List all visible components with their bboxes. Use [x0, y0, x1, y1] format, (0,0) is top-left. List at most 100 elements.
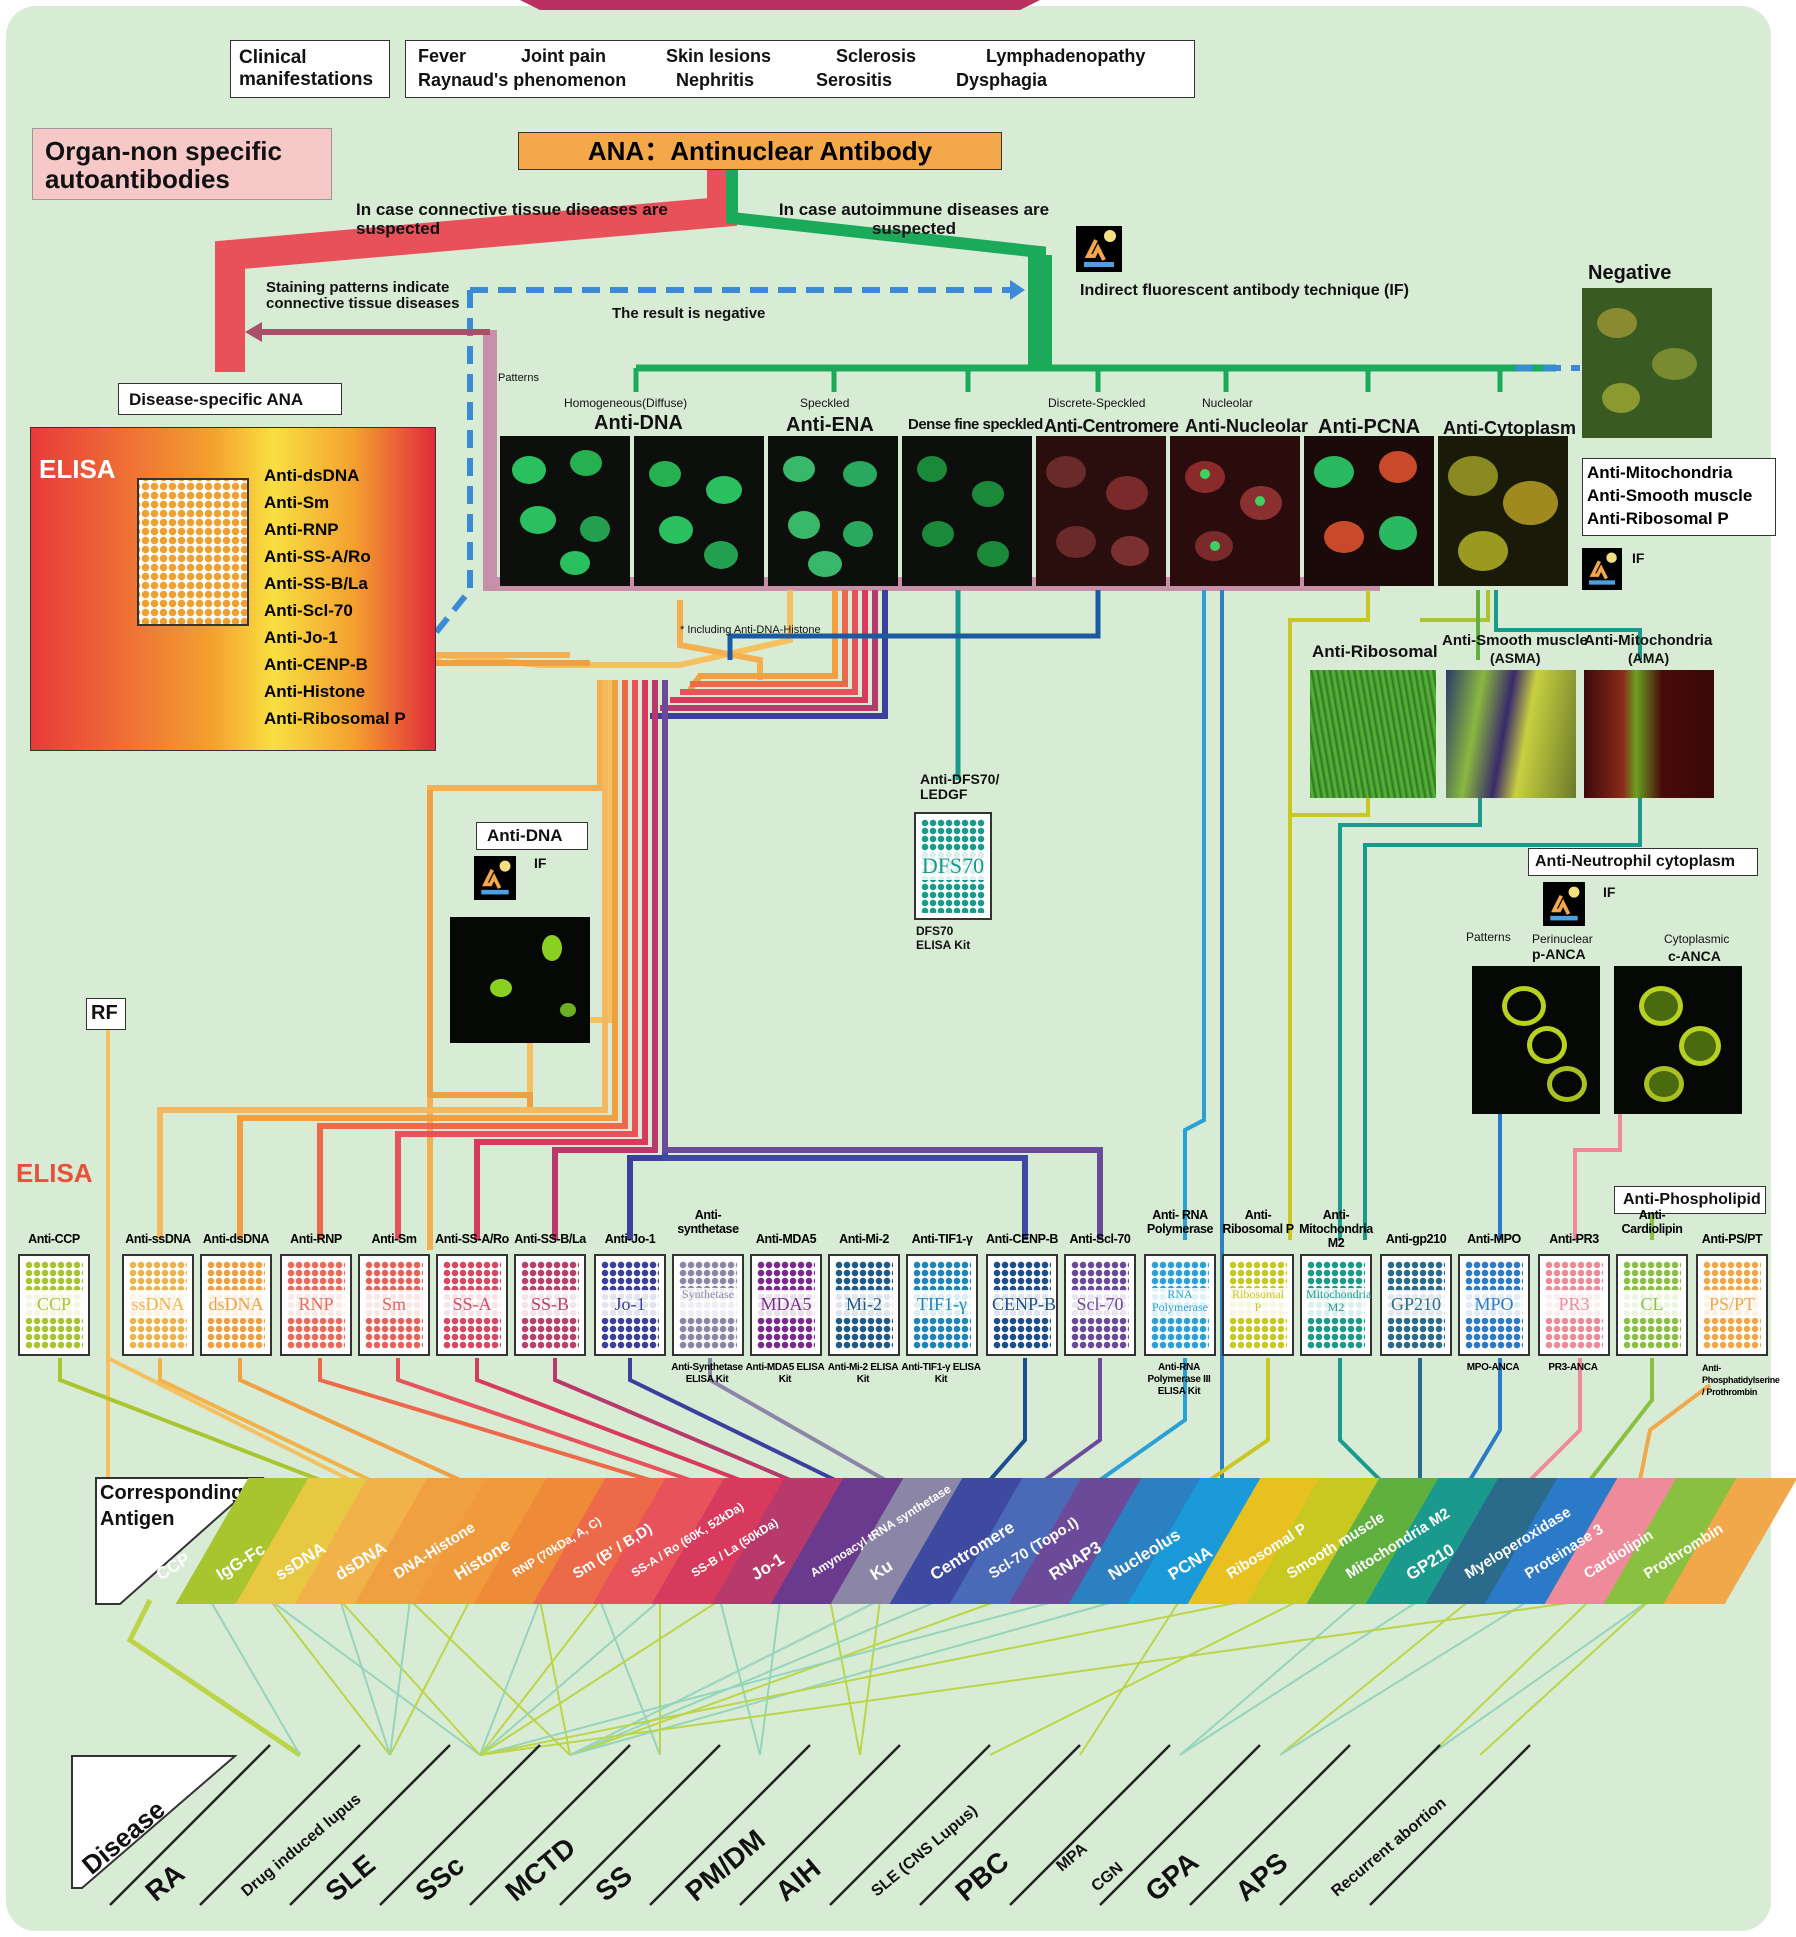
kit-label: ssDNA	[128, 1290, 188, 1318]
kit-label: CENP-B	[992, 1290, 1056, 1318]
tissue-label: Anti-Smooth muscle	[1442, 632, 1588, 649]
kit-subtitle: Anti- Phosphatidylserine / Prothrombin	[1702, 1363, 1780, 1397]
kit-label: Jo-1	[600, 1290, 660, 1318]
cyto-item: Anti-Mitochondria	[1587, 463, 1733, 482]
rf-box: RF	[86, 998, 126, 1030]
anti-dna-if-box: Anti-DNA	[476, 822, 588, 850]
ana-box: ANA：Antinuclear Antibody	[518, 132, 1002, 170]
kit-label: PR3	[1544, 1290, 1604, 1318]
pattern-name-label: Anti-Nucleolar	[1185, 416, 1309, 436]
kit-label: Scl-70	[1070, 1290, 1130, 1318]
elisa-kit: MPO	[1458, 1254, 1530, 1356]
microscope-icon	[1076, 226, 1122, 272]
kit-label: dsDNA	[206, 1290, 266, 1318]
elisa-kit: PR3	[1538, 1254, 1610, 1356]
organ-nonspecific-box: Organ-non specific autoantibodies	[32, 128, 332, 200]
kit-title: Anti-CCP	[28, 1232, 80, 1246]
kit-label: Ribosomal P	[1228, 1288, 1288, 1318]
patterns-label: Patterns	[498, 372, 539, 384]
elisa-kit: GP210	[1380, 1254, 1452, 1356]
tissue-image-mitochondria	[1584, 670, 1714, 798]
kit-subtitle: PR3-ANCA	[1548, 1362, 1598, 1373]
elisa-kit: ssDNA	[122, 1254, 194, 1356]
if-label: IF	[1603, 884, 1616, 900]
including-note: * Including Anti-DNA-Histone	[680, 624, 821, 636]
kit-title: Anti-Scl-70	[1069, 1232, 1131, 1246]
anca-patterns-label: Patterns	[1466, 930, 1511, 944]
kit-title: Anti-Jo-1	[604, 1232, 656, 1246]
elisa-panel-title: ELISA	[39, 454, 116, 484]
elisa-item: Anti-Ribosomal P	[264, 709, 406, 728]
kit-label: MPO	[1464, 1290, 1524, 1318]
kit-subtitle: Anti-Synthetase ELISA Kit	[671, 1362, 743, 1385]
pattern-name-label: Anti-Cytoplasm	[1443, 418, 1577, 438]
pattern-image-speckled	[768, 436, 898, 586]
elisa-kit: Sm	[358, 1254, 430, 1356]
kit-label: SS-B	[520, 1290, 580, 1318]
kit-label: Mitochondria M2	[1306, 1288, 1371, 1318]
elisa-kit: Ribosomal P	[1222, 1254, 1294, 1356]
kit-label: Synthetase	[678, 1288, 738, 1318]
kit-title: Anti- synthetase	[677, 1208, 739, 1236]
kit-label: CL	[1622, 1290, 1682, 1318]
kit-title: Anti-CENP-B	[986, 1232, 1058, 1246]
anca-c-label2: c-ANCA	[1668, 948, 1721, 964]
elisa-item: Anti-RNP	[264, 520, 339, 539]
kit-title: Anti-Sm	[371, 1232, 417, 1246]
anca-c-label1: Cytoplasmic	[1664, 932, 1730, 946]
kit-subtitle: Anti-TIF1-γ ELISA Kit	[901, 1362, 981, 1385]
result-negative: The result is negative	[612, 305, 766, 322]
symptom-sclerosis: Sclerosis	[836, 46, 917, 66]
anca-box: Anti-Neutrophil cytoplasm	[1528, 848, 1758, 876]
tissue-image-ribosomal	[1310, 670, 1436, 798]
kit-title: Anti-ssDNA	[125, 1232, 191, 1246]
pattern-image-cytoplasm	[1438, 436, 1568, 586]
elisa-item: Anti-Sm	[264, 493, 330, 512]
pattern-image-homogeneous-1	[500, 436, 630, 586]
kit-label: Sm	[364, 1290, 424, 1318]
kit-title: Anti- RNA Polymerase	[1146, 1208, 1214, 1236]
elisa-kit: TIF1-γ	[906, 1254, 978, 1356]
anca-title: Anti-Neutrophil cytoplasm	[1535, 853, 1736, 870]
kit-title: Anti- Mitochondria M2	[1299, 1208, 1373, 1250]
anca-p-label1: Perinuclear	[1532, 932, 1593, 946]
disease-specific-ana-label: Disease-specific ANA	[129, 390, 304, 409]
kit-title: Anti-SS-B/La	[514, 1232, 586, 1246]
elisa-kit: SS-B	[514, 1254, 586, 1356]
pattern-image-nucleolar	[1170, 436, 1300, 586]
negative-image	[1582, 288, 1712, 438]
kit-subtitle: Anti-MDA5 ELISA Kit	[745, 1362, 825, 1385]
elisa-kit: SS-A	[436, 1254, 508, 1356]
kit-label: TIF1-γ	[912, 1290, 972, 1318]
tissue-label: Anti-Ribosomal	[1312, 642, 1438, 661]
pattern-name-label: Anti-Centromere	[1044, 416, 1179, 436]
elisa-item: Anti-Scl-70	[264, 601, 353, 620]
pattern-image-pcna	[1304, 436, 1434, 586]
elisa-kit: PS/PT	[1696, 1254, 1768, 1356]
symptom-skin-lesions: Skin lesions	[666, 46, 772, 66]
elisa-kit: CL	[1616, 1254, 1688, 1356]
staining-note: Staining patterns indicate connective ti…	[266, 279, 460, 312]
kit-title: Anti-PR3	[1549, 1232, 1599, 1246]
elisa-kit: RNP	[280, 1254, 352, 1356]
pattern-type-label: Homogeneous(Diffuse)	[564, 396, 688, 410]
if-label: IF	[1632, 550, 1645, 566]
dfs70-kit-label: DFS70	[920, 852, 986, 880]
elisa-kit: dsDNA	[200, 1254, 272, 1356]
anti-phospholipid-label: Anti-Phospholipid	[1623, 1191, 1761, 1208]
pattern-image-dense-fine-speckled	[902, 436, 1032, 586]
elisa-kit: Jo-1	[594, 1254, 666, 1356]
clinical-symptoms-box: Fever Joint pain Skin lesions Sclerosis …	[405, 40, 1195, 98]
anca-p-label2: p-ANCA	[1532, 946, 1586, 962]
kit-title: Anti-SS-A/Ro	[435, 1232, 509, 1246]
branch-left-text: In case connective tissue diseases are s…	[356, 200, 668, 238]
disease-specific-ana-box: Disease-specific ANA	[118, 383, 342, 415]
kit-label: RNP	[286, 1290, 346, 1318]
ana-sep: ：	[644, 136, 671, 166]
kit-label: SS-A	[442, 1290, 502, 1318]
elisa-item: Anti-dsDNA	[264, 466, 360, 485]
clinical-label-box: Clinical manifestations	[230, 40, 390, 98]
organ-nonspecific-label: Organ-non specific autoantibodies	[45, 136, 282, 194]
symptom-nephritis: Nephritis	[676, 70, 755, 90]
elisa-item: Anti-CENP-B	[264, 655, 368, 674]
